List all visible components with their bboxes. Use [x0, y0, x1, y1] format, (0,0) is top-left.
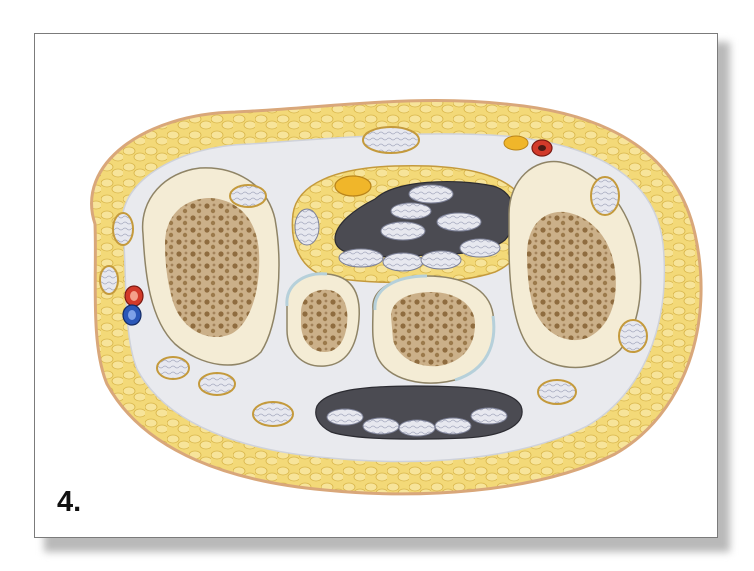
carpal-bone-middle-marrow: [301, 289, 348, 352]
wrist-cross-section-illustration: [90, 98, 703, 496]
median-nerve: [334, 175, 372, 197]
peripheral-tendons: [99, 126, 648, 427]
figure-label: 4.: [57, 486, 82, 518]
carpal-bone-left-marrow: [165, 198, 260, 338]
extensor-tendons: [326, 407, 508, 437]
figure-card: 4.: [34, 33, 718, 538]
carpal-bone-center-marrow: [391, 292, 475, 367]
ulnar-vessels: [122, 285, 144, 326]
radial-vessels: [503, 135, 553, 157]
carpal-bone-right-marrow: [527, 211, 616, 341]
articular-cartilage: [285, 272, 496, 382]
flexor-tendons: [294, 184, 501, 272]
